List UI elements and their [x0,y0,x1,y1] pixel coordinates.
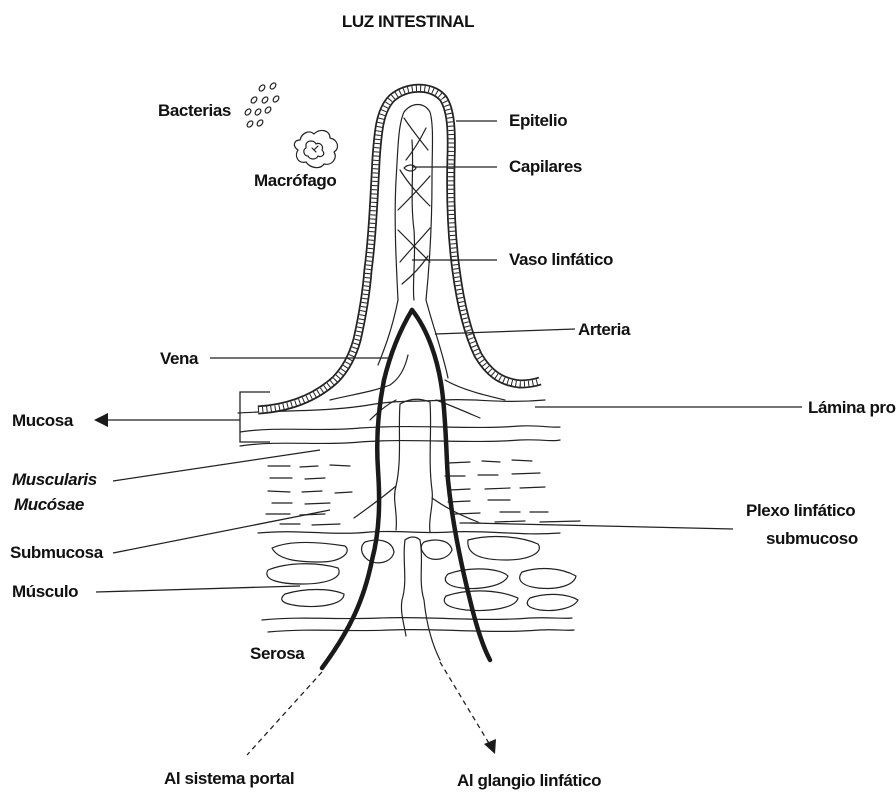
label-vaso-linfatico: Vaso linfático [509,250,613,269]
mucosa-arrowhead [94,413,108,427]
label-serosa: Serosa [250,644,305,663]
muscularis-dashes [266,460,580,525]
label-epitelio: Epitelio [509,111,567,130]
lymph-vessel-left [395,404,400,530]
vein-vessel [322,310,412,668]
label-muscularis: Muscularis [12,470,97,489]
portal-dashed-line [247,672,322,755]
lymph-vessel-junction [405,537,420,540]
lamina-branch-right [445,380,505,400]
label-macrofago: Macrófago [254,171,336,190]
lymph-node-dashed-line [440,662,490,745]
muscle-cells [267,537,578,611]
serosa-line-1 [262,618,572,620]
villus-vessel-left [378,300,398,365]
serosa-line-2 [268,630,574,632]
label-arteria: Arteria [578,320,631,339]
label-mucosa: Mucosa [12,411,74,430]
mucosa-bracket [240,392,270,442]
label-capilares: Capilares [509,157,582,176]
label-plexo-submucoso: submucoso [766,529,858,548]
label-plexo-linfatico: Plexo linfático [746,501,855,520]
submucosa-boundary [258,531,560,533]
lymph-node-arrowhead [484,739,496,754]
label-musculo: Músculo [12,582,78,601]
label-vena: Vena [160,349,199,368]
label-bacterias: Bacterias [158,101,231,120]
label-mucosae: Mucósae [14,495,84,514]
label-submucosa: Submucosa [10,543,104,562]
bacteria-group [244,82,280,128]
leader-arteria [435,329,575,334]
label-lamina-propia: Lámina propia [808,398,896,417]
capillary-loop [404,165,416,171]
macrophage-cell [294,131,337,168]
lymph-vessel-lower-left [401,540,406,636]
label-al-sistema-portal: Al sistema portal [164,769,294,788]
leader-plexo [470,523,733,529]
label-al-ganglio-linfatico: Al glangio linfático [457,771,601,790]
lacteal-center [412,140,415,300]
lymph-vessel-right [430,402,433,532]
submucosa-branch-left [354,486,396,518]
diagram-title: LUZ INTESTINAL [342,12,474,31]
leader-musculo [96,586,300,592]
